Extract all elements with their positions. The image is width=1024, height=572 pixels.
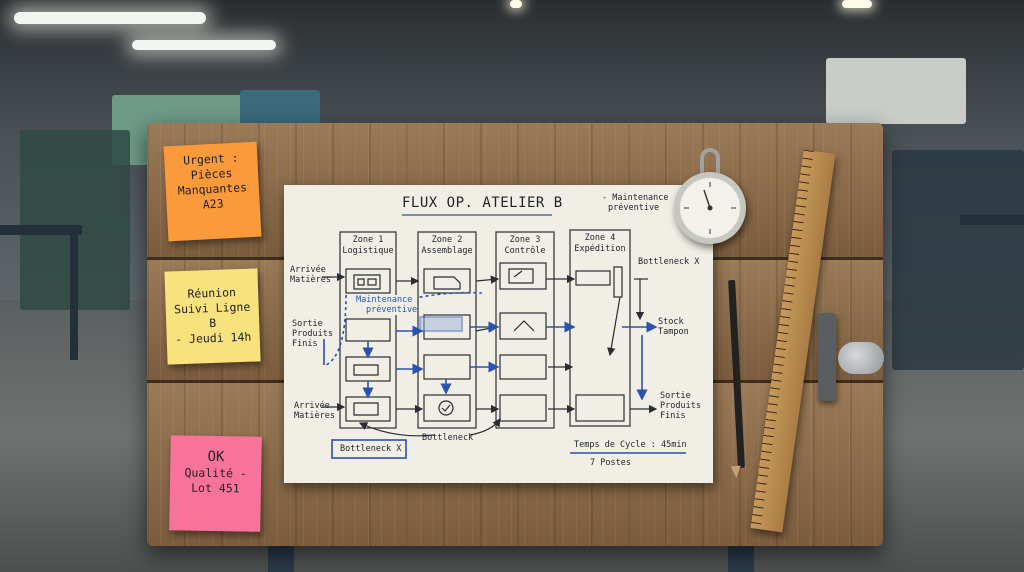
zone-label: Zone 2 xyxy=(431,235,463,245)
label-line: Finis xyxy=(292,339,318,349)
zone-label: Zone 3 xyxy=(509,235,541,245)
note-line: Lot 451 xyxy=(191,480,240,496)
board-clamp xyxy=(818,313,836,401)
note-line: Maintenance xyxy=(356,295,413,305)
pencil-tip xyxy=(730,465,742,479)
stopwatch-crown xyxy=(700,148,720,174)
sticky-note-quality: OK Qualité - Lot 451 xyxy=(169,435,262,532)
label-arrivee-matieres-bottom: Arrivée Matières xyxy=(294,401,335,421)
label-line: Matières xyxy=(294,411,335,421)
label-line: Matières xyxy=(290,275,331,285)
sticky-note-urgent: Urgent : Pièces Manquantes A23 xyxy=(163,141,262,242)
label-line: Sortie xyxy=(660,391,691,401)
stopwatch-dial xyxy=(684,182,736,234)
zone-2-header: Zone 2 Assemblage xyxy=(418,235,476,257)
zone-label: Zone 1 xyxy=(352,235,384,245)
label-line: Tampon xyxy=(658,327,689,337)
machine xyxy=(826,58,966,124)
label-line: Arrivée xyxy=(290,265,326,275)
sticky-note-reunion: Réunion Suivi Ligne B - Jeudi 14h xyxy=(164,268,261,365)
note-line: - Jeudi 14h xyxy=(174,329,252,347)
ceiling-light xyxy=(14,12,206,24)
maintenance-note-top: - Maintenance préventive xyxy=(602,193,669,213)
stopwatch-icon xyxy=(674,172,746,244)
ceiling-lamp xyxy=(842,0,872,8)
label-line: Produits xyxy=(292,329,333,339)
blue-maintenance-note: Maintenance préventive xyxy=(356,295,418,315)
note-line: préventive xyxy=(366,305,418,315)
note-line: préventive xyxy=(608,203,660,213)
note-line: Suivi Ligne B xyxy=(173,299,251,331)
machine xyxy=(892,150,1024,370)
label-bottleneck-x-bottom: Bottleneck X xyxy=(340,444,402,454)
zone-name: Logistique xyxy=(342,246,394,256)
zone-3-header: Zone 3 Contrôle xyxy=(496,235,554,257)
note-line: - Maintenance xyxy=(602,193,669,203)
label-sortie-produits-left: Sortie Produits Finis xyxy=(292,319,333,349)
postes-count-label: 7 Postes xyxy=(590,458,631,468)
flowchart-title: FLUX OP. ATELIER B xyxy=(402,195,563,211)
flowchart-drawing xyxy=(322,214,686,459)
label-line: Produits xyxy=(660,401,701,411)
label-bottleneck: Bottleneck xyxy=(422,433,474,443)
label-line: Arrivée xyxy=(294,401,330,411)
workbench xyxy=(0,225,82,235)
ceiling-lamp xyxy=(510,0,522,8)
label-arrivee-matieres-top: Arrivée Matières xyxy=(290,265,331,285)
cycle-time-label: Temps de Cycle : 45min xyxy=(574,440,687,450)
zone-name: Expédition xyxy=(574,244,626,254)
label-bottleneck-x-top: Bottleneck X xyxy=(638,257,700,267)
note-line: OK xyxy=(207,448,225,466)
note-line: Qualité - xyxy=(184,465,247,481)
zone-4-header: Zone 4 Expédition xyxy=(571,233,629,255)
label-line: Sortie xyxy=(292,319,323,329)
zone-name: Assemblage xyxy=(421,246,473,256)
label-line: Finis xyxy=(660,411,686,421)
workbench-leg xyxy=(70,230,78,360)
zone-1-header: Zone 1 Logistique xyxy=(339,235,397,257)
label-sortie-produits-right: Sortie Produits Finis xyxy=(660,391,701,421)
flowchart-paper: FLUX OP. ATELIER B - Maintenance prévent… xyxy=(284,185,713,483)
label-stock-tampon: Stock Tampon xyxy=(658,317,689,337)
zone-name: Contrôle xyxy=(504,246,546,256)
label-line: Stock xyxy=(658,317,684,327)
ceiling-light xyxy=(132,40,276,50)
clamp-knob xyxy=(838,342,884,374)
zone-label: Zone 4 xyxy=(584,233,616,243)
workbench xyxy=(960,215,1024,225)
